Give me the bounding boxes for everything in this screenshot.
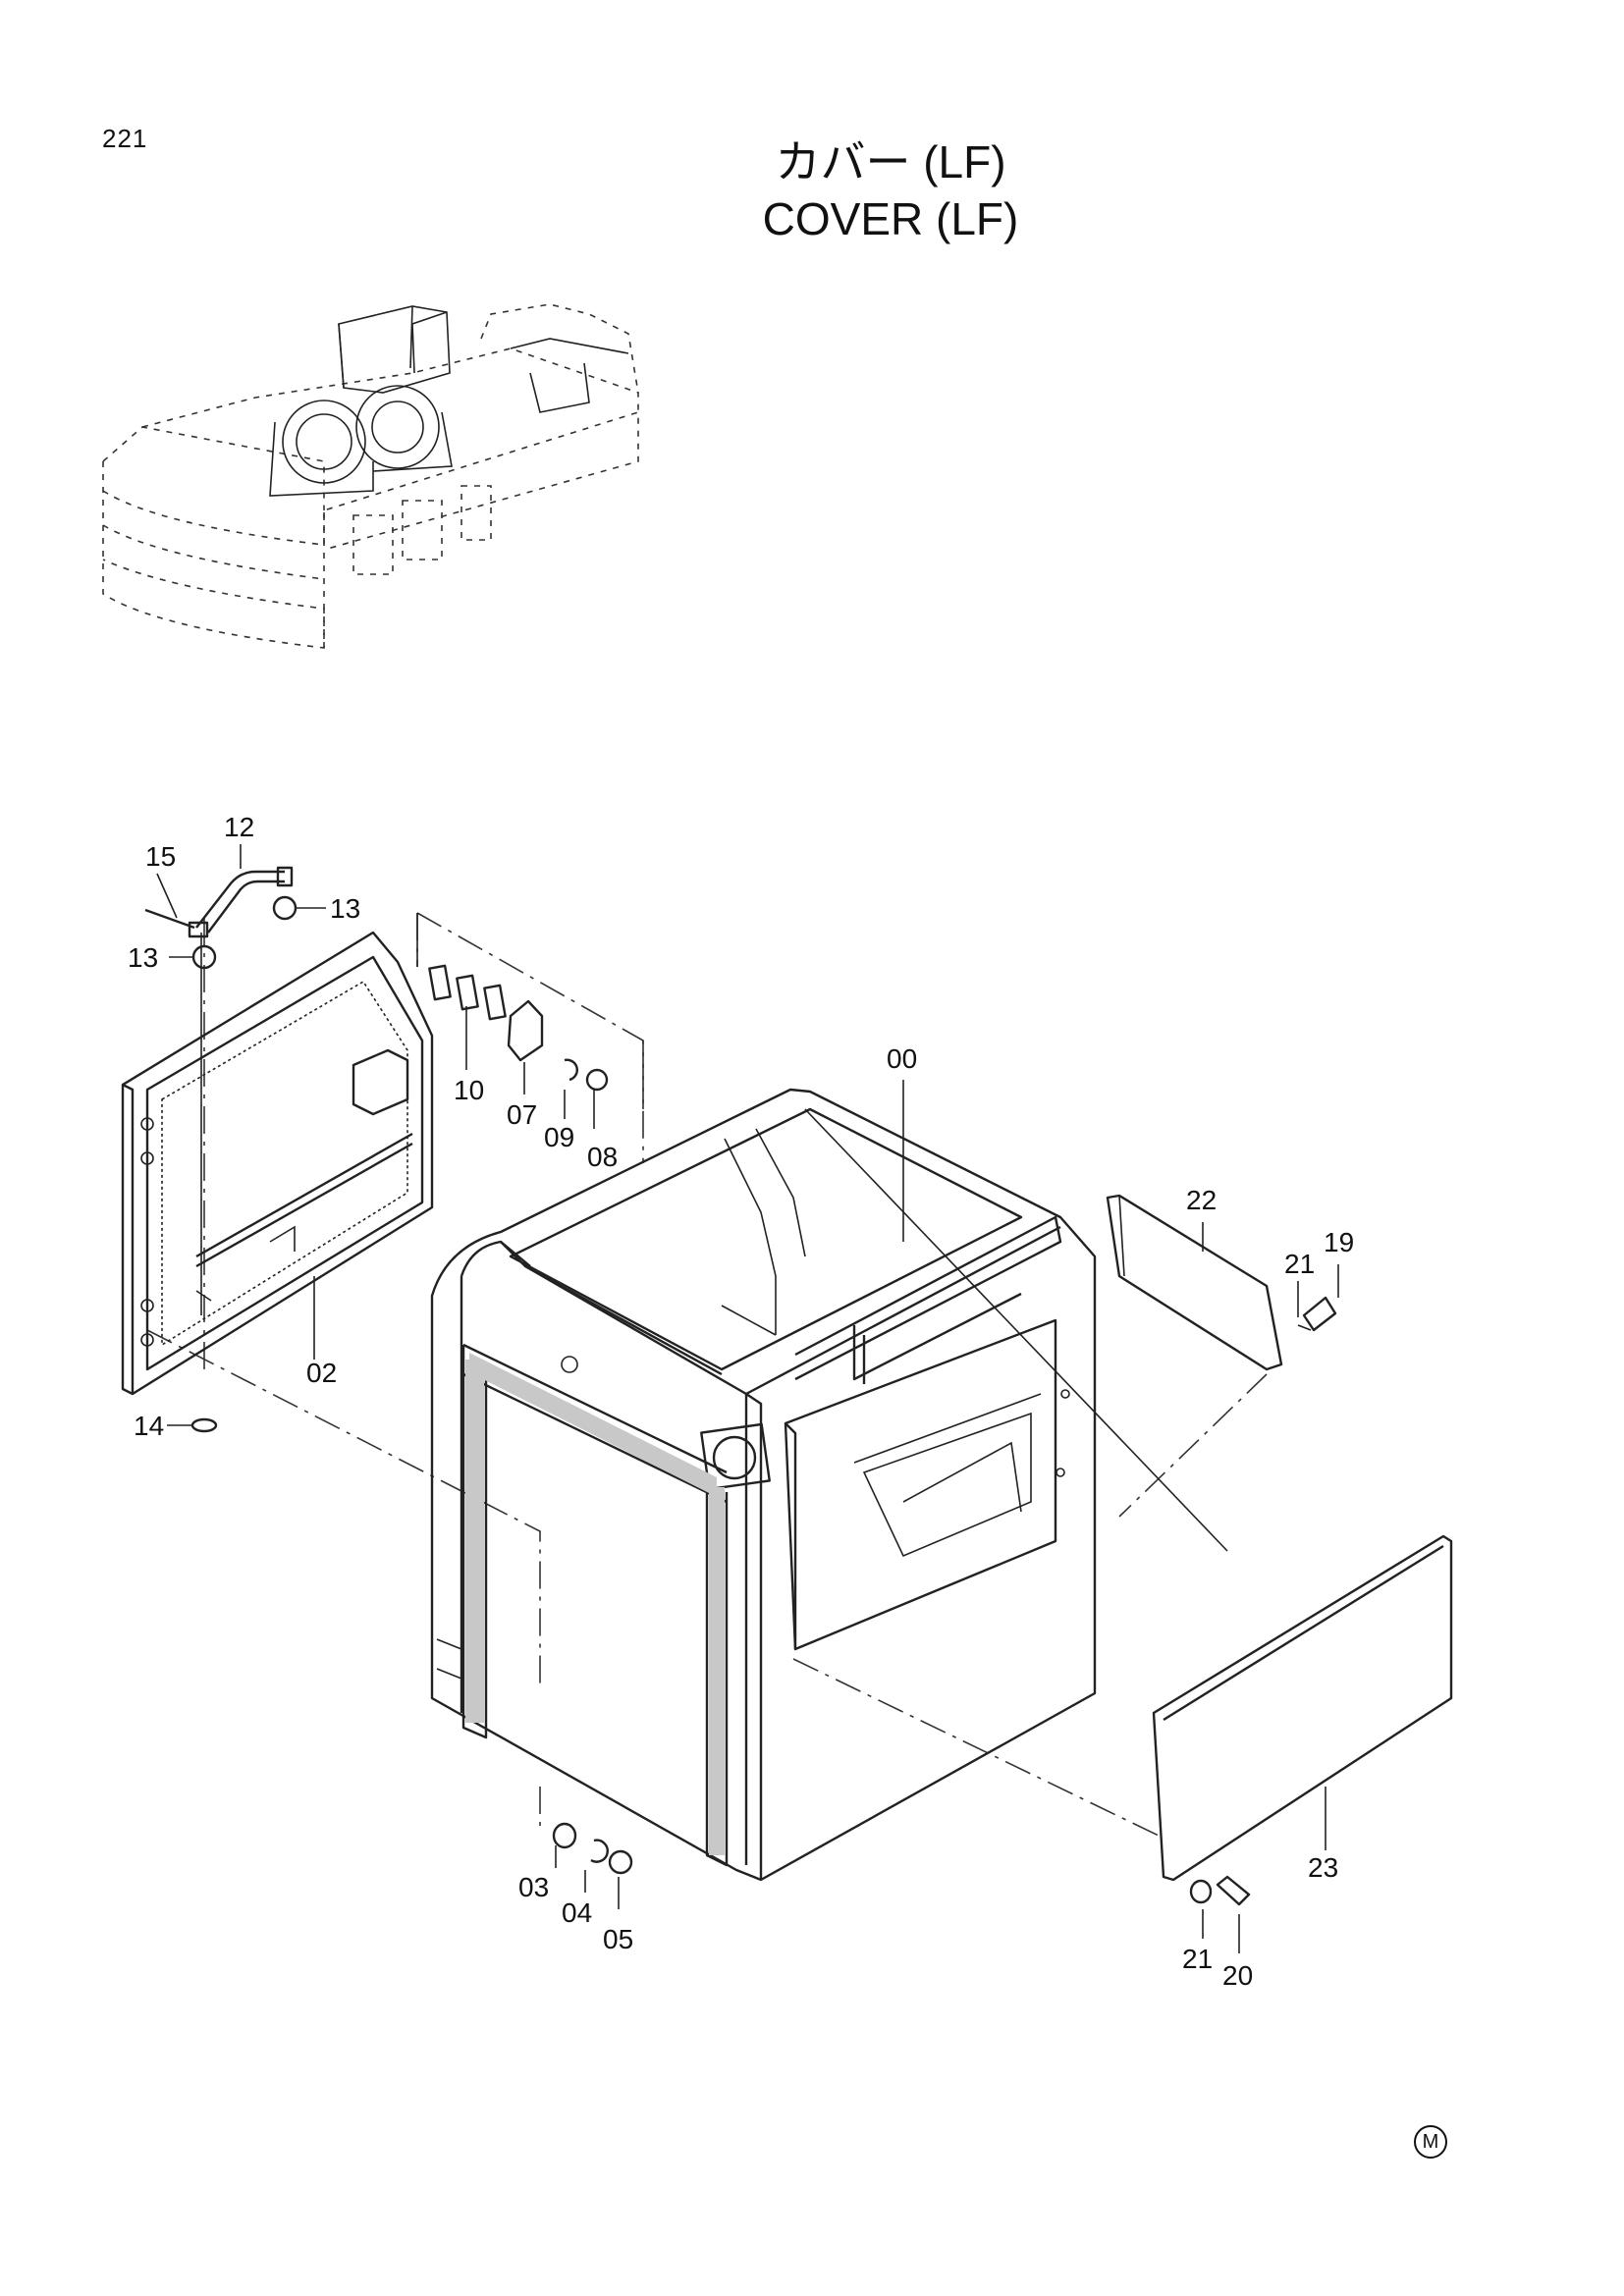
callout-00: 00	[887, 1043, 917, 1074]
callout-15: 15	[145, 841, 176, 872]
excavator-locator-icon	[102, 303, 639, 649]
callout-23: 23	[1308, 1852, 1338, 1883]
callout-21-upper: 21	[1284, 1249, 1315, 1279]
callout-22: 22	[1186, 1185, 1217, 1215]
callout-08: 08	[587, 1142, 618, 1172]
callout-13-left: 13	[128, 942, 158, 973]
callout-10: 10	[454, 1075, 484, 1105]
callout-19: 19	[1324, 1227, 1354, 1257]
title-japanese: カバー (LF)	[775, 136, 1006, 187]
callout-21-lower: 21	[1182, 1944, 1213, 1974]
title-english: COVER (LF)	[762, 193, 1019, 244]
small-panel	[1106, 1194, 1337, 1371]
callout-07: 07	[507, 1099, 537, 1130]
cover-box	[430, 1088, 1097, 1882]
callout-13-top: 13	[330, 893, 360, 924]
callout-labels: 12 15 13 13 10 07 09 08 00 22 19 21 02 1…	[128, 812, 1354, 1991]
large-panel	[1152, 1534, 1453, 1882]
door-panel	[121, 931, 434, 1396]
hinge-plates	[416, 913, 609, 1092]
callout-20: 20	[1222, 1960, 1253, 1991]
callout-03: 03	[518, 1872, 549, 1902]
callout-04: 04	[562, 1897, 592, 1928]
callout-09: 09	[544, 1122, 574, 1152]
callout-02: 02	[306, 1358, 337, 1388]
page-number: 221	[102, 124, 148, 153]
callout-12: 12	[224, 812, 254, 842]
leader-lines	[156, 844, 1339, 1953]
callout-05: 05	[603, 1924, 633, 1954]
handle-assembly	[144, 866, 298, 1433]
footer-mark: M	[1414, 2125, 1447, 2159]
bottom-fasteners	[552, 1822, 1251, 1906]
callout-14: 14	[134, 1411, 164, 1441]
